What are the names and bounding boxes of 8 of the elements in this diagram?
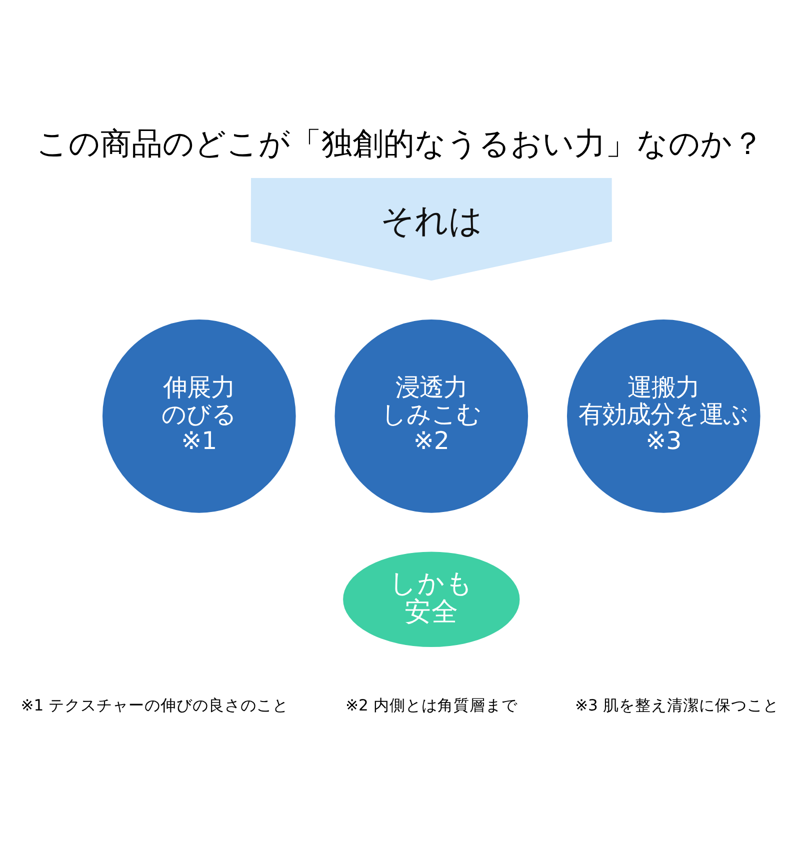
node-circle: 伸展力 のびる ※1 <box>102 319 296 513</box>
node-ellipse: しかも 安全 <box>343 552 520 648</box>
node-circle: 浸透力 しみこむ ※2 <box>334 319 528 513</box>
label: ※1 テクスチャーの伸びの良さのこと <box>20 696 289 715</box>
node-circle: 運搬力 有効成分を運ぶ ※3 <box>566 319 760 513</box>
diagram-title: この商品のどこが「独創的なうるおい力」なのか？ <box>36 126 764 162</box>
label: ※2 内側とは角質層まで <box>345 696 518 715</box>
label: ※3 肌を整え清潔に保つこと <box>575 696 779 715</box>
